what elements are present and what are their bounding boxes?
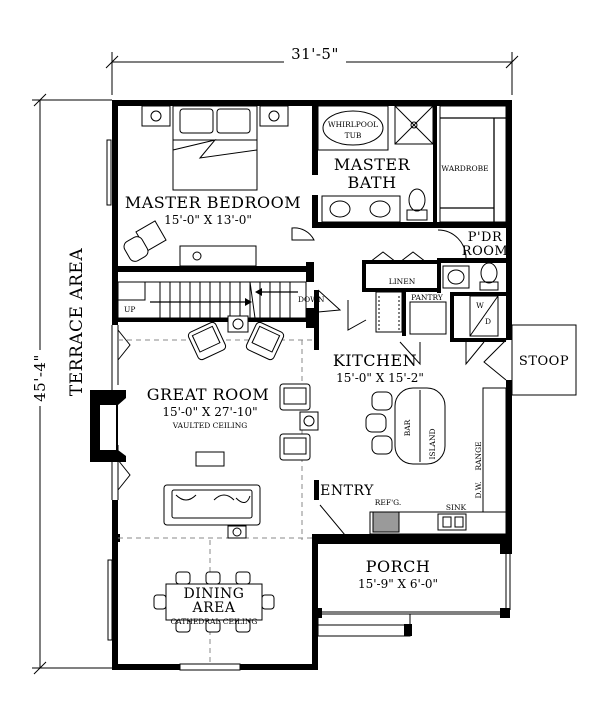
dining-label-1: DINING: [184, 586, 245, 602]
pantry-door: [399, 341, 421, 366]
linen-door: [347, 300, 367, 331]
whirlpool-tub: [317, 105, 389, 151]
master-bedroom-label: MASTER BEDROOM: [125, 193, 301, 212]
shower: [394, 105, 434, 145]
porch-size: 15'-9" X 6'-0": [358, 577, 438, 591]
refrigerator-label: REF'G.: [375, 498, 402, 507]
master-bath-label-2: BATH: [347, 173, 396, 192]
linen-label: LINEN: [389, 277, 416, 286]
dining-note: CATHEDRAL CEILING: [171, 617, 258, 626]
great-room-note: VAULTED CEILING: [172, 421, 248, 430]
master-bath-label-1: MASTER: [334, 155, 411, 174]
range-label: RANGE: [474, 441, 483, 470]
powder-door-swing: [437, 229, 467, 259]
kitchen-counters: [369, 387, 507, 535]
bar-label: BAR: [403, 419, 412, 436]
washer-dryer: [469, 295, 499, 337]
entry-label: ENTRY: [320, 483, 374, 499]
pantry-label: PANTRY: [411, 293, 444, 302]
dining-table-set: [153, 571, 275, 633]
powder-room-label-2: ROOM: [462, 244, 508, 259]
overall-depth-label: 45'-4": [31, 354, 49, 402]
kitchen-label: KITCHEN: [333, 351, 417, 370]
bath-vanity: [321, 195, 401, 223]
bedroom-chair: [123, 220, 167, 262]
powder-toilet: [479, 262, 499, 291]
overall-width-label: 31'-5": [291, 45, 339, 63]
whirlpool-label-2: TUB: [345, 131, 362, 140]
porch-label: PORCH: [366, 557, 431, 576]
porch: [312, 540, 512, 637]
dishwasher-label: D.W.: [474, 482, 483, 499]
bedroom-door: [291, 227, 315, 241]
bath-toilet: [406, 188, 428, 221]
dining-label-2: AREA: [192, 600, 236, 616]
master-bed: [141, 105, 289, 191]
stair-door: [317, 289, 342, 313]
great-room-armchairs: [187, 315, 285, 361]
powder-room-label-1: P'DR: [468, 230, 503, 245]
stoop-label: STOOP: [519, 354, 569, 369]
linen-closet: [369, 251, 427, 263]
wardrobe-label: WARDROBE: [441, 164, 488, 173]
whirlpool-label-1: WHIRLPOOL: [328, 120, 378, 129]
bedroom-window: [106, 139, 112, 206]
interior-walls: [112, 100, 512, 542]
bedroom-dresser: [179, 245, 257, 267]
coffee-table: [195, 451, 225, 467]
pantry-shelves: [375, 291, 447, 335]
master-bedroom-size: 15'-0" X 13'-0": [164, 213, 252, 227]
depth-dimension: 45'-4": [30, 93, 112, 675]
bar-stools: [365, 391, 393, 455]
fireplace: [90, 390, 126, 462]
width-dimension: 31'-5": [105, 44, 519, 95]
laundry-door: [465, 341, 485, 366]
dryer-label: D: [485, 317, 491, 326]
kitchen-island: [394, 387, 446, 465]
stair-down-label: DOWN: [298, 295, 325, 304]
stoop: [483, 324, 577, 396]
staircase: [117, 281, 307, 319]
dining-windows: [107, 559, 241, 671]
entry-door: [319, 504, 347, 536]
great-room-side-chairs: [279, 383, 319, 461]
island-label: ISLAND: [428, 428, 437, 459]
great-room-label: GREAT ROOM: [147, 385, 270, 404]
washer-label: W: [476, 301, 484, 310]
sofa: [163, 484, 261, 539]
sink-label: SINK: [446, 503, 467, 512]
stair-up-label: UP: [124, 305, 135, 314]
wardrobe: [439, 105, 507, 223]
powder-sink: [442, 265, 470, 289]
great-room-size: 15'-0" X 27'-10": [162, 405, 257, 419]
kitchen-size: 15'-0" X 15'-2": [336, 371, 424, 385]
terrace-area-label: TERRACE AREA: [67, 248, 87, 396]
